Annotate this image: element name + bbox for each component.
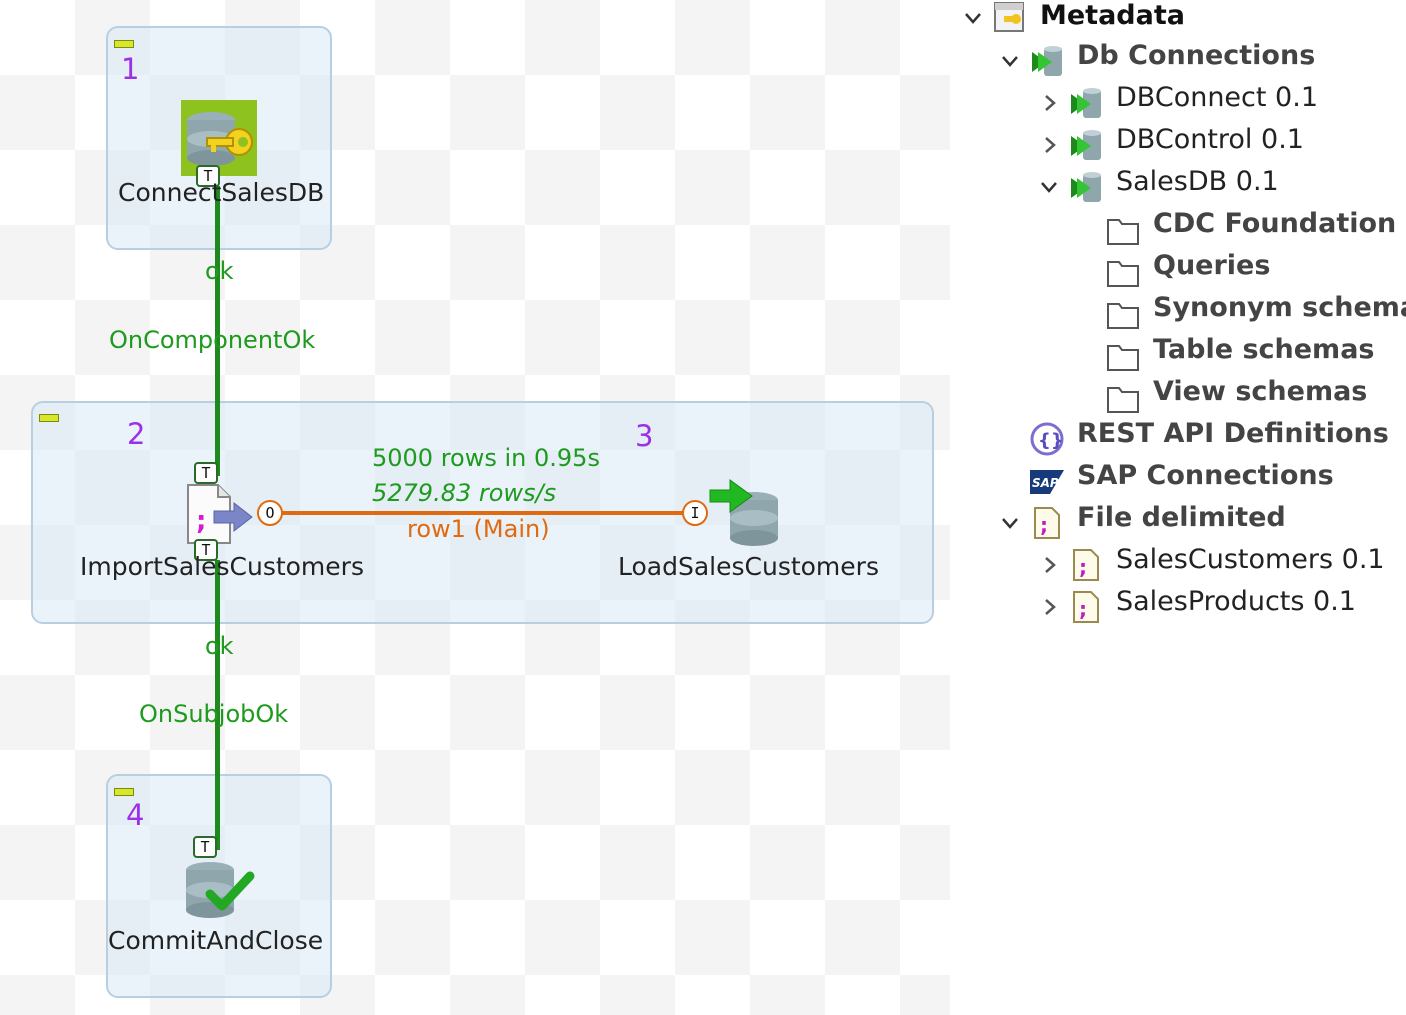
rest-api-icon: {} xyxy=(1030,422,1064,456)
tree-label-db-connections: Db Connections xyxy=(1077,40,1316,71)
tree-item-sap-connections[interactable]: SAP SAP Connections xyxy=(950,460,1406,502)
folder-icon xyxy=(1107,261,1139,287)
tree-item-sales-customers[interactable]: ; SalesCustomers 0.1 xyxy=(950,544,1406,586)
load-sales-customers-label[interactable]: LoadSalesCustomers xyxy=(618,552,879,581)
subjob-1-number: 1 xyxy=(121,52,140,86)
row1-main-label[interactable]: row1 (Main) xyxy=(407,515,550,543)
subjob-4-collapse-button[interactable] xyxy=(114,788,134,796)
chevron-right-icon[interactable] xyxy=(1038,596,1060,618)
db-connection-icon[interactable] xyxy=(181,100,257,176)
tree-item-dbconnect[interactable]: DBConnect 0.1 xyxy=(950,82,1406,124)
tree-label-sales-products: SalesProducts 0.1 xyxy=(1116,586,1356,617)
on-subjob-ok-label[interactable]: OnSubjobOk xyxy=(139,700,289,728)
tree-label-view-schemas: View schemas xyxy=(1153,376,1368,407)
tree-item-file-delimited[interactable]: ; File delimited xyxy=(950,502,1406,544)
tree-item-metadata[interactable]: Metadata xyxy=(950,0,1406,42)
tree-item-rest-api-definitions[interactable]: {} REST API Definitions xyxy=(950,418,1406,460)
chevron-down-icon[interactable] xyxy=(1038,176,1060,198)
folder-icon xyxy=(1107,387,1139,413)
metadata-folder-icon xyxy=(994,2,1024,32)
tree-item-dbcontrol[interactable]: DBControl 0.1 xyxy=(950,124,1406,166)
load-input-port[interactable]: I xyxy=(682,500,708,526)
import-trigger-in-port[interactable]: T xyxy=(194,462,218,484)
subjob-2-number: 2 xyxy=(127,417,146,451)
subjob-2-collapse-button[interactable] xyxy=(39,414,59,422)
connect-trigger-port[interactable]: T xyxy=(196,165,220,187)
sap-icon: SAP xyxy=(1030,470,1064,494)
tree-label-queries: Queries xyxy=(1153,250,1271,281)
job-design-canvas[interactable]: 1 2 3 4 T ConnectSalesDB ok OnComponentO… xyxy=(0,0,950,1015)
tree-item-db-connections[interactable]: Db Connections xyxy=(950,40,1406,82)
sap-icon-text: SAP xyxy=(1032,476,1059,490)
tree-item-view-schemas[interactable]: View schemas xyxy=(950,376,1406,418)
on-component-ok-label[interactable]: OnComponentOk xyxy=(109,326,316,354)
folder-icon xyxy=(1107,345,1139,371)
rows-stats-label: 5000 rows in 0.95s xyxy=(372,444,600,472)
svg-text:;: ; xyxy=(1079,597,1087,621)
row1-main-line[interactable] xyxy=(282,511,684,515)
import-trigger-out-port[interactable]: T xyxy=(194,539,218,561)
connect-sales-db-label[interactable]: ConnectSalesDB xyxy=(118,178,325,207)
tree-item-cdc-foundation[interactable]: CDC Foundation xyxy=(950,208,1406,250)
file-delimited-icon: ; xyxy=(1073,591,1099,623)
chevron-right-icon[interactable] xyxy=(1038,134,1060,156)
tree-label-table-schemas: Table schemas xyxy=(1153,334,1375,365)
tree-item-salesdb[interactable]: SalesDB 0.1 xyxy=(950,166,1406,208)
file-delimited-icon: ; xyxy=(1073,549,1099,581)
subjob-3-number: 3 xyxy=(635,419,654,453)
tree-item-sales-products[interactable]: ; SalesProducts 0.1 xyxy=(950,586,1406,628)
top-ok-label[interactable]: ok xyxy=(205,257,234,285)
repository-tree[interactable]: Metadata Db Connections DBConnect 0.1 xyxy=(950,0,1406,1015)
chevron-right-icon[interactable] xyxy=(1038,554,1060,576)
svg-text:{}: {} xyxy=(1038,430,1064,451)
db-output-icon[interactable] xyxy=(708,478,782,548)
commit-trigger-port[interactable]: T xyxy=(193,836,217,858)
db-connections-icon xyxy=(1032,46,1062,76)
db-commit-icon[interactable] xyxy=(184,858,256,922)
import-sales-customers-label[interactable]: ImportSalesCustomers xyxy=(80,552,364,581)
svg-text:;: ; xyxy=(1079,555,1087,579)
svg-text:;: ; xyxy=(196,506,206,536)
tree-label-file-delimited: File delimited xyxy=(1077,502,1286,533)
db-connection-icon xyxy=(1071,88,1101,118)
tree-item-table-schemas[interactable]: Table schemas xyxy=(950,334,1406,376)
chevron-right-icon[interactable] xyxy=(1038,92,1060,114)
tree-label-dbcontrol: DBControl 0.1 xyxy=(1116,124,1304,155)
svg-text:;: ; xyxy=(1040,513,1048,537)
commit-and-close-label[interactable]: CommitAndClose xyxy=(108,926,324,955)
rows-rate-label: 5279.83 rows/s xyxy=(372,479,557,507)
chevron-down-icon[interactable] xyxy=(999,512,1021,534)
tree-label-salesdb: SalesDB 0.1 xyxy=(1116,166,1279,197)
on-subjob-ok-line[interactable] xyxy=(215,560,220,850)
tree-label-rest-api: REST API Definitions xyxy=(1077,418,1389,449)
file-delimited-icon: ; xyxy=(1034,507,1060,539)
import-output-port[interactable]: O xyxy=(257,500,283,526)
tree-label-dbconnect: DBConnect 0.1 xyxy=(1116,82,1318,113)
chevron-down-icon[interactable] xyxy=(999,50,1021,72)
db-connection-icon xyxy=(1071,172,1101,202)
tree-label-sales-customers: SalesCustomers 0.1 xyxy=(1116,544,1385,575)
folder-icon xyxy=(1107,303,1139,329)
on-component-ok-line[interactable] xyxy=(215,186,220,476)
subjob-1-collapse-button[interactable] xyxy=(114,40,134,48)
tree-label-metadata: Metadata xyxy=(1040,0,1185,31)
bottom-ok-label[interactable]: ok xyxy=(205,632,234,660)
subjob-4-number: 4 xyxy=(126,798,145,832)
chevron-down-icon[interactable] xyxy=(962,7,984,29)
tree-item-queries[interactable]: Queries xyxy=(950,250,1406,292)
folder-icon xyxy=(1107,219,1139,245)
tree-label-synonym-schemas: Synonym schemas xyxy=(1153,292,1406,323)
file-delimited-input-icon[interactable]: ; xyxy=(184,483,256,545)
tree-label-cdc-foundation: CDC Foundation xyxy=(1153,208,1397,239)
tree-item-synonym-schemas[interactable]: Synonym schemas xyxy=(950,292,1406,334)
db-connection-icon xyxy=(1071,130,1101,160)
tree-label-sap-connections: SAP Connections xyxy=(1077,460,1334,491)
